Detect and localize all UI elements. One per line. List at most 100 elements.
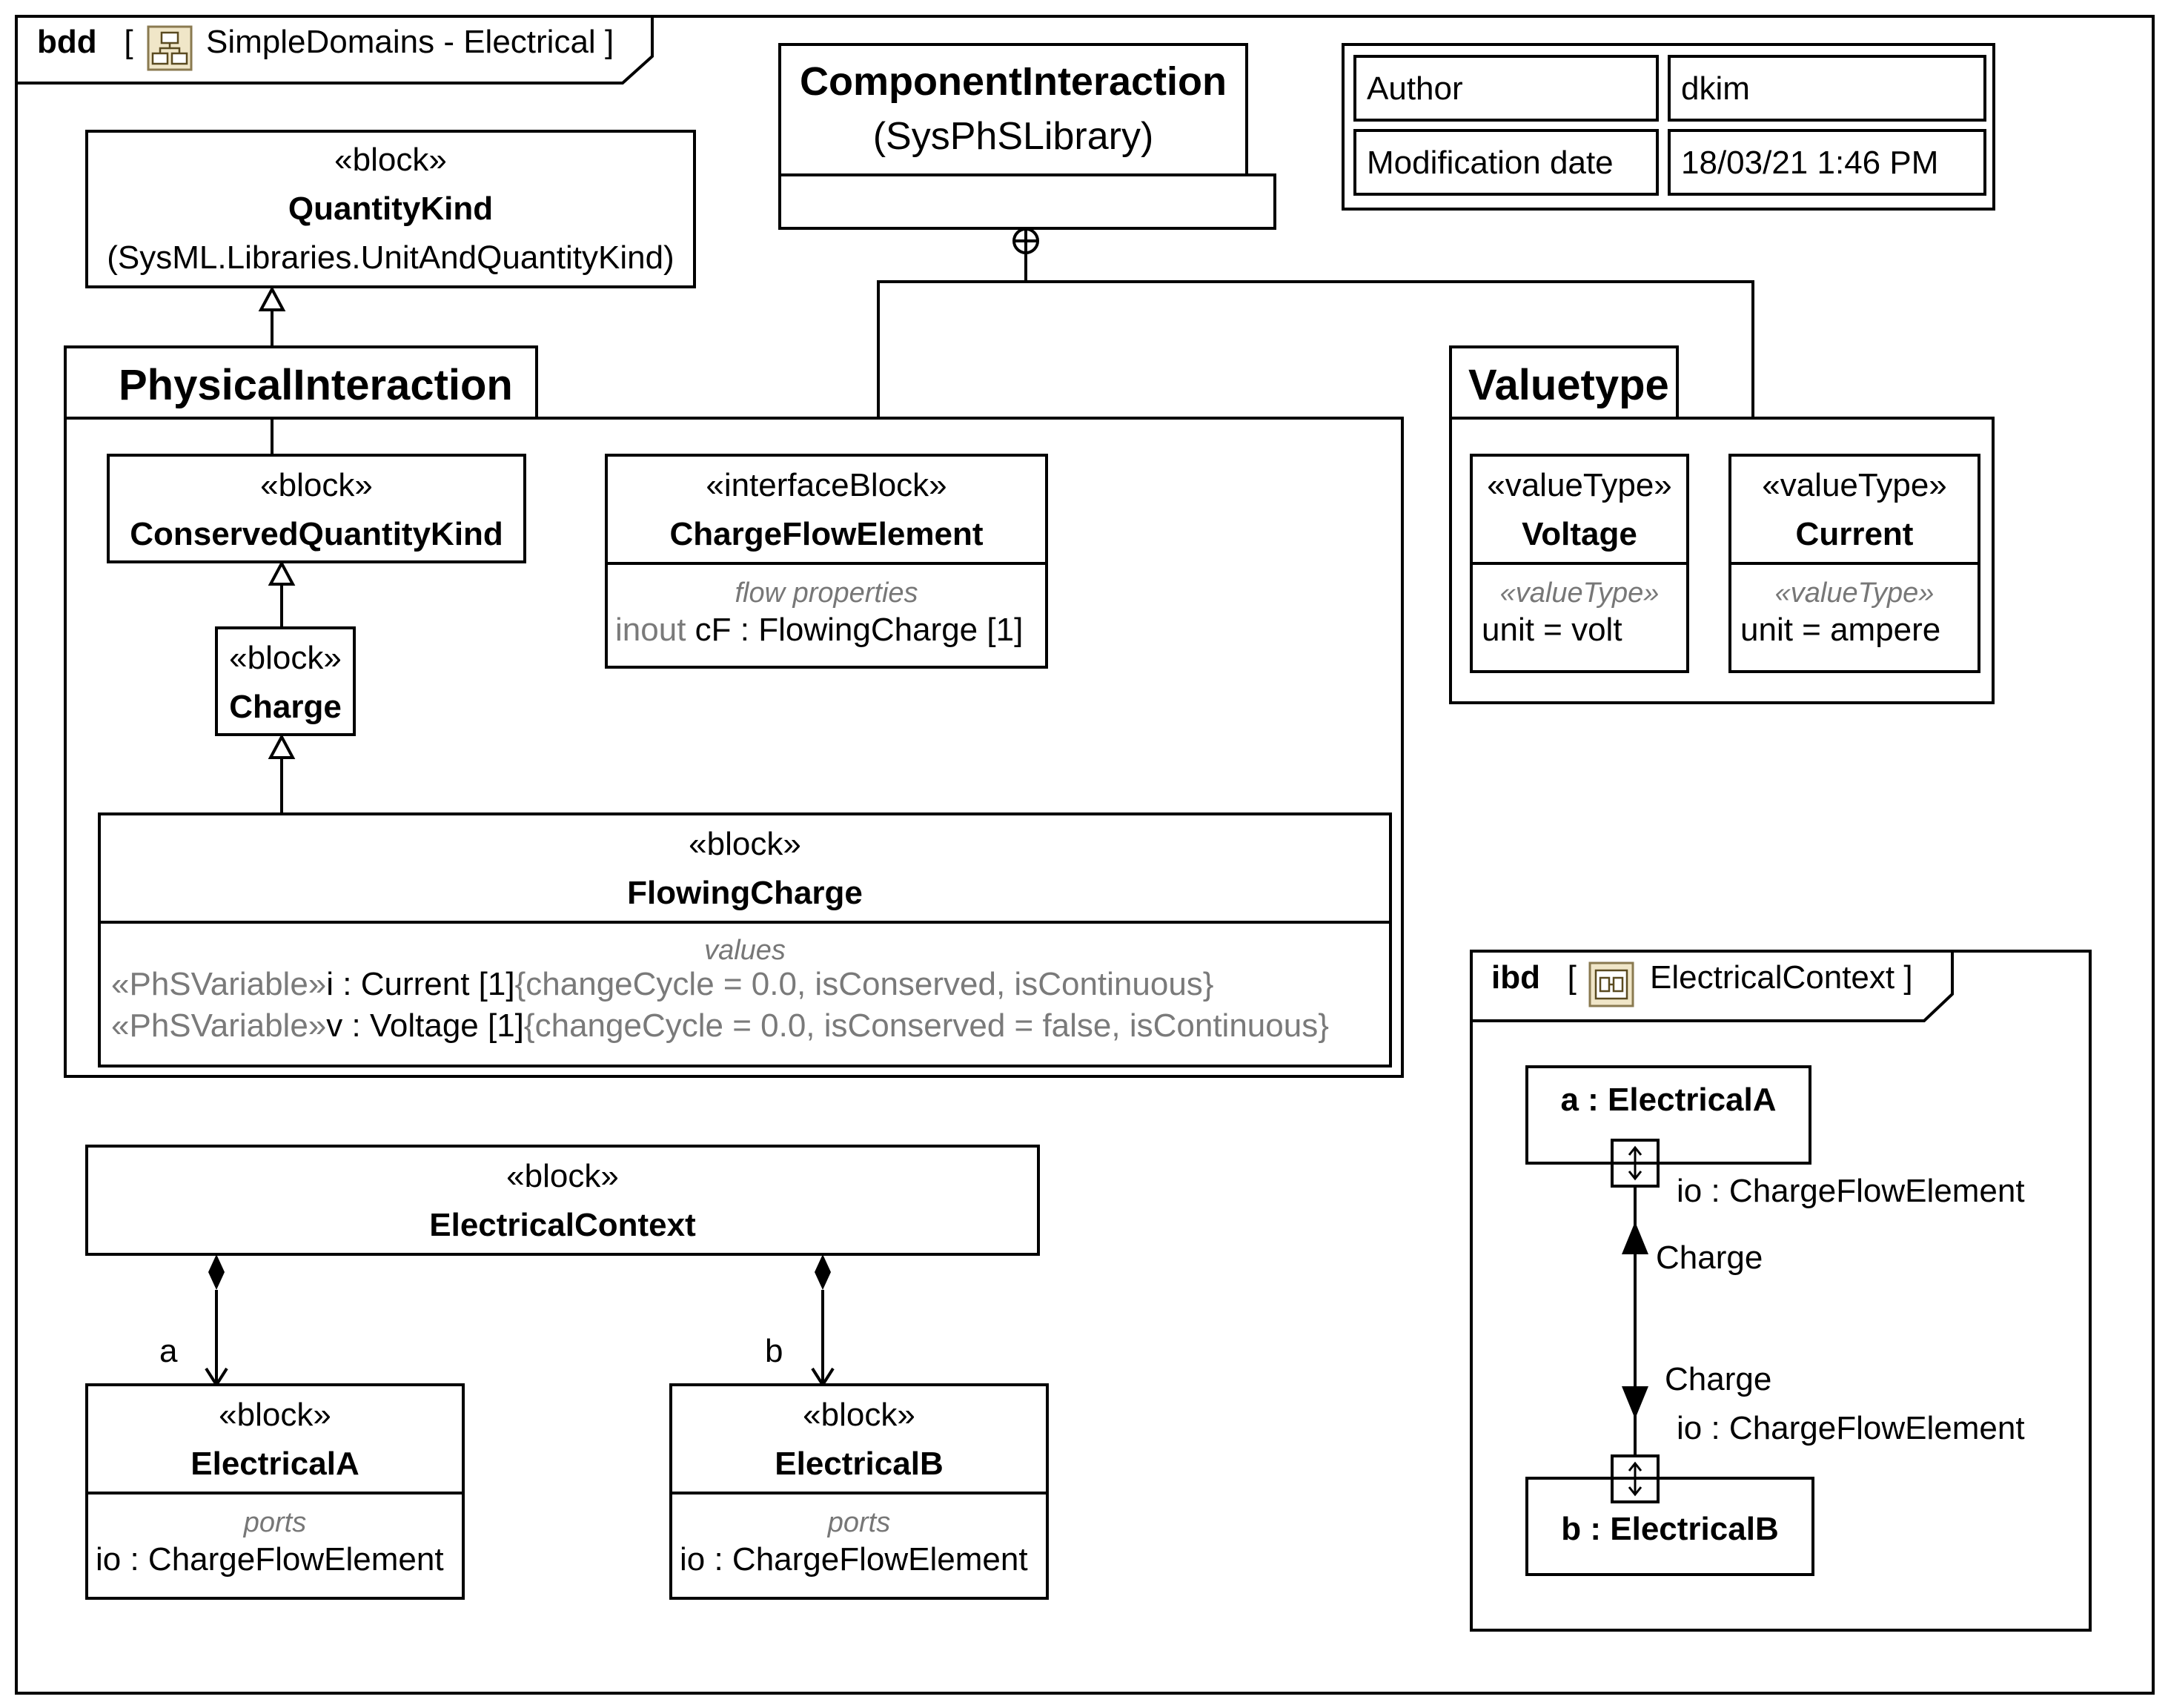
eb-name: ElectricalB bbox=[775, 1446, 944, 1482]
quantity-kind-stereotype: «block» bbox=[334, 142, 447, 178]
part-b-name: b : ElectricalB bbox=[1561, 1511, 1779, 1547]
quantity-kind-owner: (SysML.Libraries.UnitAndQuantityKind) bbox=[107, 239, 674, 276]
bdd-frame-border bbox=[15, 15, 2155, 1695]
cfe-stereotype: «interfaceBlock» bbox=[706, 467, 947, 503]
bdd-frame-title: SimpleDomains - Electrical bbox=[206, 24, 596, 60]
valuetype-title: Valuetype bbox=[1468, 361, 1669, 409]
ibd-flow-a-label: Charge bbox=[1656, 1239, 1763, 1276]
valuetype-body[interactable] bbox=[1449, 417, 1995, 704]
ea-compartment-label: ports bbox=[243, 1507, 307, 1538]
ea-stereotype: «block» bbox=[219, 1397, 331, 1433]
quantity-kind-name: QuantityKind bbox=[288, 191, 494, 227]
ibd-frame-border bbox=[1470, 950, 2092, 1632]
ibd-close-bracket: ] bbox=[1903, 959, 1913, 996]
author-value: dkim bbox=[1681, 70, 1750, 107]
internal-block-diagram-icon bbox=[1588, 961, 1634, 1007]
fc-value-i-constraint: {changeCycle = 0.0, isConserved, isConti… bbox=[514, 966, 1214, 1002]
cfe-direction: inout bbox=[615, 612, 686, 648]
bdd-frame-header: bdd [ bbox=[37, 24, 133, 61]
fc-value-i-stereo: «PhSVariable» bbox=[111, 966, 327, 1002]
cfe-compartment-label: flow properties bbox=[735, 577, 918, 609]
component-interaction-body[interactable] bbox=[778, 173, 1276, 230]
ec-name: ElectricalContext bbox=[429, 1207, 696, 1243]
ibd-flow-b-label: Charge bbox=[1665, 1361, 1772, 1397]
fc-value-v-constraint: {changeCycle = 0.0, isConserved = false,… bbox=[523, 1007, 1329, 1044]
part-a[interactable]: a : ElectricalA bbox=[1525, 1065, 1811, 1165]
block-electrical-a[interactable]: «block» ElectricalA ports io : ChargeFlo… bbox=[85, 1383, 465, 1600]
value-type-voltage[interactable]: «valueType» Voltage «valueType» unit = v… bbox=[1470, 454, 1689, 673]
bdd-frame-tab bbox=[16, 16, 654, 85]
ea-port: io : ChargeFlowElement bbox=[96, 1541, 444, 1578]
containment-line-valuetype bbox=[1026, 280, 1754, 417]
ec-stereotype: «block» bbox=[506, 1158, 619, 1194]
block-conserved-quantity-kind[interactable]: «block» ConservedQuantityKind bbox=[107, 454, 526, 563]
component-interaction-owner: (SysPhSLibrary) bbox=[872, 115, 1154, 158]
voltage-unit: unit = volt bbox=[1482, 612, 1622, 648]
physical-interaction-tab[interactable]: PhysicalInteraction bbox=[64, 345, 538, 420]
eb-compartment-label: ports bbox=[827, 1507, 891, 1538]
ea-name: ElectricalA bbox=[190, 1446, 359, 1482]
bdd-close-bracket: ] bbox=[604, 24, 614, 60]
ibd-open-bracket: [ bbox=[1567, 959, 1577, 996]
current-compartment-label: «valueType» bbox=[1774, 577, 1935, 609]
package-diagram-icon bbox=[147, 25, 193, 71]
eb-stereotype: «block» bbox=[803, 1397, 915, 1433]
containment-line-physical bbox=[877, 253, 1027, 417]
block-charge[interactable]: «block» Charge bbox=[215, 626, 356, 736]
current-unit: unit = ampere bbox=[1740, 612, 1941, 648]
part-b[interactable]: b : ElectricalB bbox=[1525, 1477, 1814, 1576]
fc-value-i: «PhSVariable»i : Current [1]{changeCycle… bbox=[111, 964, 1214, 1005]
bdd-frame-title-row: SimpleDomains - Electrical ] bbox=[206, 24, 614, 61]
info-table: Author dkim Modification date 18/03/21 1… bbox=[1342, 43, 1995, 211]
block-electrical-b[interactable]: «block» ElectricalB ports io : ChargeFlo… bbox=[669, 1383, 1049, 1600]
composition-diamond-a bbox=[208, 1254, 225, 1290]
ibd-flow-arrow-down bbox=[1622, 1386, 1648, 1419]
current-name: Current bbox=[1795, 516, 1914, 552]
author-label: Author bbox=[1367, 70, 1463, 107]
fc-stereotype: «block» bbox=[689, 826, 801, 862]
gen-arrowhead-charge bbox=[268, 733, 296, 759]
eb-port: io : ChargeFlowElement bbox=[680, 1541, 1028, 1578]
interface-block-charge-flow-element[interactable]: «interfaceBlock» ChargeFlowElement flow … bbox=[605, 454, 1048, 669]
fc-value-v-stereo: «PhSVariable» bbox=[111, 1007, 327, 1044]
author-value-cell: dkim bbox=[1668, 55, 1986, 122]
physical-interaction-title: PhysicalInteraction bbox=[119, 361, 513, 409]
role-label-a: a bbox=[159, 1333, 178, 1369]
ibd-flow-arrow-up bbox=[1622, 1222, 1648, 1254]
ibd-frame-title-row: ElectricalContext ] bbox=[1650, 959, 1913, 996]
physical-interaction-body[interactable] bbox=[64, 417, 1404, 1078]
value-type-current[interactable]: «valueType» Current «valueType» unit = a… bbox=[1728, 454, 1980, 673]
voltage-compartment-label: «valueType» bbox=[1499, 577, 1660, 609]
valuetype-tab[interactable]: Valuetype bbox=[1449, 345, 1679, 420]
cfe-name: ChargeFlowElement bbox=[669, 516, 984, 552]
cfe-property-name: cF bbox=[695, 612, 732, 648]
date-label: Modification date bbox=[1367, 145, 1614, 181]
ibd-frame-tab bbox=[1471, 951, 1954, 1022]
bdd-kind: bdd bbox=[37, 24, 97, 60]
current-stereotype: «valueType» bbox=[1762, 467, 1947, 503]
charge-stereotype: «block» bbox=[229, 640, 342, 676]
ibd-frame-title: ElectricalContext bbox=[1650, 959, 1895, 996]
date-value: 18/03/21 1:46 PM bbox=[1681, 145, 1939, 181]
block-flowing-charge[interactable]: «block» FlowingCharge values «PhSVariabl… bbox=[98, 812, 1392, 1068]
cqk-stereotype: «block» bbox=[260, 467, 373, 503]
cqk-name: ConservedQuantityKind bbox=[130, 516, 503, 552]
fc-compartment-label: values bbox=[704, 935, 786, 966]
component-interaction-tab[interactable]: ComponentInteraction (SysPhSLibrary) bbox=[778, 43, 1248, 176]
component-interaction-name: ComponentInteraction bbox=[800, 59, 1227, 104]
date-label-cell: Modification date bbox=[1353, 129, 1659, 196]
block-quantity-kind[interactable]: «block» QuantityKind (SysML.Libraries.Un… bbox=[85, 130, 696, 288]
date-value-cell: 18/03/21 1:46 PM bbox=[1668, 129, 1986, 196]
fc-name: FlowingCharge bbox=[627, 875, 863, 911]
ibd-kind: ibd bbox=[1491, 959, 1540, 996]
block-electrical-context[interactable]: «block» ElectricalContext bbox=[85, 1145, 1040, 1256]
ibd-port-b-label: io : ChargeFlowElement bbox=[1677, 1410, 2025, 1446]
charge-name: Charge bbox=[229, 689, 342, 725]
cfe-flow-property: inout cF : FlowingCharge [1] bbox=[615, 609, 1023, 651]
voltage-stereotype: «valueType» bbox=[1487, 467, 1672, 503]
part-a-name: a : ElectricalA bbox=[1560, 1082, 1777, 1118]
gen-arrowhead-cqk bbox=[268, 560, 296, 586]
fc-value-i-text: i : Current [1] bbox=[326, 966, 515, 1002]
fc-value-v: «PhSVariable»v : Voltage [1]{changeCycle… bbox=[111, 1005, 1329, 1047]
ibd-frame-header: ibd [ bbox=[1491, 959, 1577, 996]
